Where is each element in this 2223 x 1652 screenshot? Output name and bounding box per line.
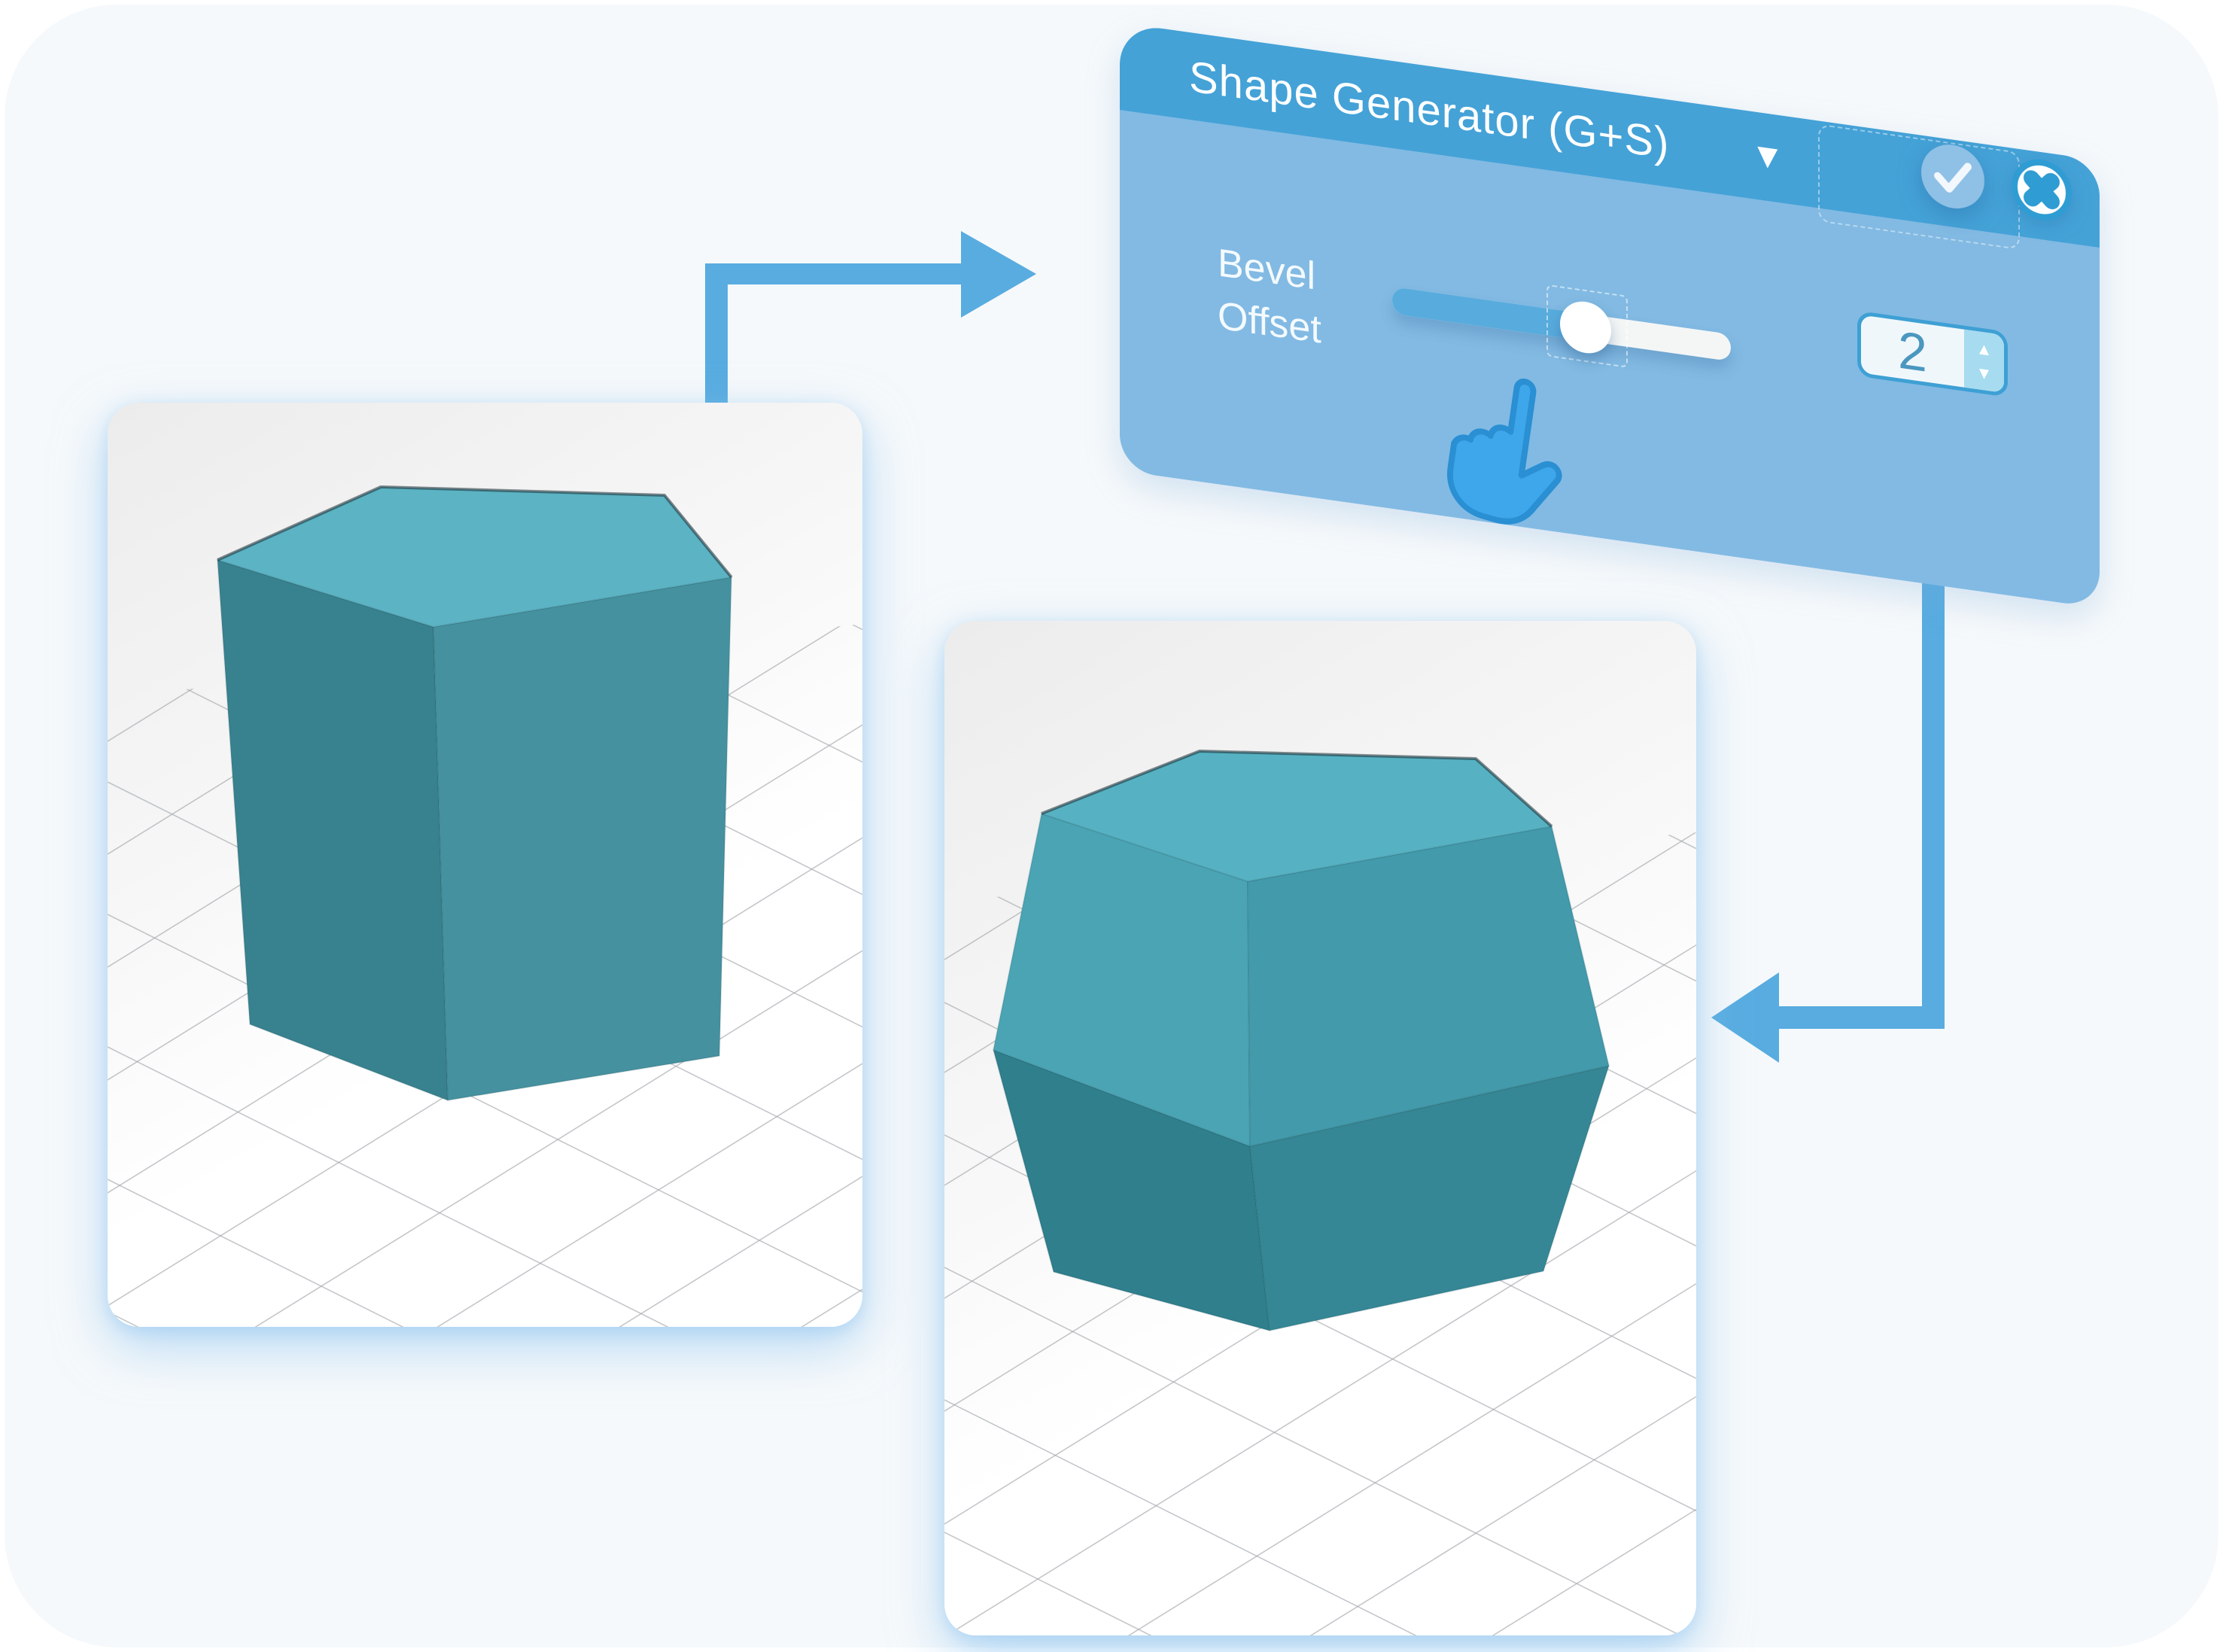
hand-cursor-icon xyxy=(1432,354,1575,540)
bevel-offset-label: Bevel Offset xyxy=(1218,241,1321,352)
before-scene xyxy=(108,485,862,1327)
before-viewport-card xyxy=(108,403,862,1327)
close-icon xyxy=(2024,170,2060,210)
bevel-lower-front-right-face xyxy=(1249,1065,1610,1331)
after-viewport-card xyxy=(944,621,1696,1635)
bevel-upper-front-right-face xyxy=(1247,826,1610,1147)
arrow-panel-to-after-icon xyxy=(1711,576,1945,1063)
prism-right-face xyxy=(433,577,732,1101)
bevel-back-edge xyxy=(1041,750,1553,828)
check-icon xyxy=(1934,163,1972,193)
shape-generator-panel: Shape Generator (G+S) ▼ Bevel Offset xyxy=(1120,23,2100,608)
arrow-before-to-panel-icon xyxy=(705,231,1036,418)
bevel-offset-input[interactable]: 2 ▲ ▼ xyxy=(1857,310,2008,397)
after-scene xyxy=(944,750,1696,1635)
pentagon-prism xyxy=(217,485,733,1101)
dropdown-icon[interactable]: ▼ xyxy=(1750,133,1785,178)
prism-back-edge xyxy=(217,485,733,579)
confirm-button[interactable] xyxy=(1921,141,1984,213)
beveled-prism xyxy=(993,750,1610,1331)
spinner-up-icon[interactable]: ▲ xyxy=(1975,338,1993,360)
spinner-down-icon[interactable]: ▼ xyxy=(1975,362,1993,384)
bevel-offset-value[interactable]: 2 xyxy=(1898,320,1927,383)
value-spinner: ▲ ▼ xyxy=(1964,329,2004,394)
close-button[interactable] xyxy=(2007,151,2076,230)
bevel-offset-slider[interactable] xyxy=(1392,284,1731,368)
prism-left-face xyxy=(217,559,449,1101)
